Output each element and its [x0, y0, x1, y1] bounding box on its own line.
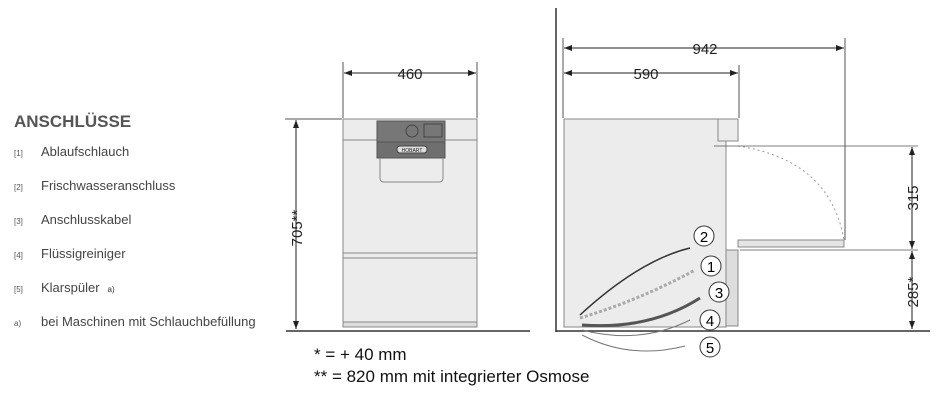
legend-num: [2]: [14, 183, 23, 192]
legend-label: Ablaufschlauch: [41, 144, 130, 159]
legend-num: [5]: [14, 285, 23, 294]
callout-2: 2: [693, 225, 715, 247]
legend-item: [4] Flüssigreiniger: [14, 246, 256, 280]
legend-item: [3] Anschlusskabel: [14, 212, 256, 246]
legend-label: bei Maschinen mit Schlauchbefüllung: [41, 314, 256, 329]
door-handle: [379, 158, 444, 183]
callout-4: 4: [699, 309, 721, 331]
connections-legend: ANSCHLÜSSE [1] Ablaufschlauch [2] Frischwa…: [14, 112, 256, 348]
legend-item: [5] Klarspüler a): [14, 280, 256, 314]
svg-text:3: 3: [715, 285, 723, 302]
display-icon: [423, 123, 443, 138]
legend-num: a): [14, 319, 22, 328]
legend-label: Klarspüler: [41, 280, 100, 295]
start-button-icon: [405, 124, 419, 138]
footnotes: * = + 40 mm ** = 820 mm mit integrierter…: [314, 344, 589, 388]
open-door: [737, 239, 845, 248]
svg-text:1: 1: [707, 259, 715, 276]
svg-text:4: 4: [706, 313, 714, 330]
legend-item: a) bei Maschinen mit Schlauchbefüllung: [14, 314, 256, 348]
svg-text:2: 2: [700, 229, 708, 246]
legend-label: Anschlusskabel: [41, 212, 132, 227]
footnote-double-star: ** = 820 mm mit integrierter Osmose: [314, 367, 590, 386]
svg-text:5: 5: [706, 340, 714, 357]
side-view: 942 590 315 285* 2 1 3 4 5: [555, 8, 930, 358]
legend-item: [1] Ablaufschlauch: [14, 144, 256, 178]
callout-5: 5: [699, 336, 721, 358]
callout-1: 1: [700, 255, 722, 277]
total-depth-dimension: 942: [692, 41, 717, 58]
machine-side: [563, 118, 727, 328]
legend-item: [2] Frischwasseranschluss: [14, 178, 256, 212]
brand-logo: HOBART: [402, 148, 423, 154]
legend-num: [1]: [14, 149, 23, 158]
depth-dimension: 590: [633, 66, 658, 83]
legend-label: Frischwasseranschluss: [41, 178, 176, 193]
door-height-dimension: 315: [905, 185, 922, 210]
legend-title: ANSCHLÜSSE: [14, 112, 132, 131]
front-view: HOBART 460 705**: [285, 62, 530, 332]
width-dimension: 460: [397, 66, 422, 83]
legend-label: Flüssigreiniger: [41, 246, 126, 261]
height-dimension: 705**: [289, 209, 306, 246]
legend-num: [3]: [14, 217, 23, 226]
legend-num: [4]: [14, 251, 23, 260]
footnote-single-star: * = + 40 mm: [314, 345, 407, 364]
base-height-dimension: 285*: [905, 276, 922, 307]
legend-footnote-mark: a): [107, 285, 115, 294]
callout-3: 3: [708, 281, 730, 303]
